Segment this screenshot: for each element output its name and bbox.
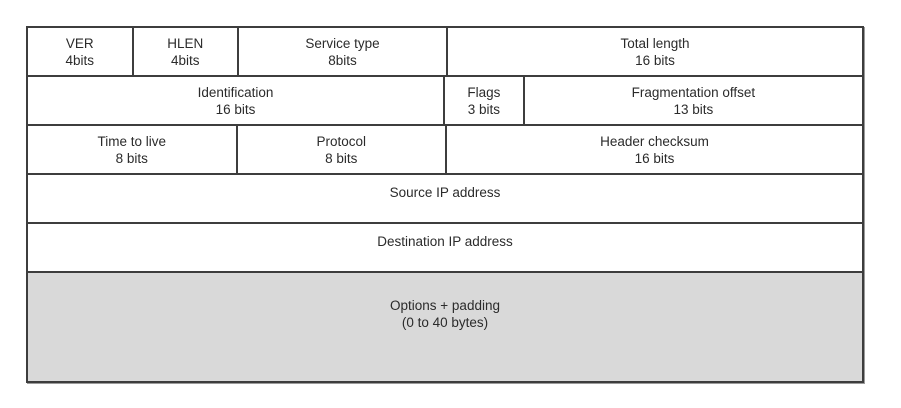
cell-fragmentation-offset: Fragmentation offset 13 bits xyxy=(524,77,862,124)
cell-label: Time to live xyxy=(97,133,166,149)
cell-flags: Flags 3 bits xyxy=(445,77,523,124)
ip-header-diagram: VER 4bits HLEN 4bits Service type 8bits … xyxy=(26,26,864,383)
cell-label: HLEN xyxy=(167,35,204,51)
cell-bits: (0 to 40 bytes) xyxy=(401,315,489,330)
cell-bits: 16 bits xyxy=(635,52,675,68)
diagram-row-1: VER 4bits HLEN 4bits Service type 8bits … xyxy=(28,28,862,75)
cell-bits: 8bits xyxy=(328,52,357,68)
cell-label: VER xyxy=(65,35,94,51)
cell-bits: 3 bits xyxy=(467,101,501,117)
cell-total-length: Total length 16 bits xyxy=(448,28,862,75)
cell-hlen: HLEN 4bits xyxy=(133,28,237,75)
cell-label: Destination IP address xyxy=(377,234,513,249)
diagram-row-3: Time to live 8 bits Protocol 8 bits Head… xyxy=(28,126,862,173)
cell-bits: 16 bits xyxy=(634,150,675,166)
diagram-row-5: Destination IP address xyxy=(28,224,862,271)
cell-version: VER 4bits xyxy=(28,28,132,75)
cell-bits: 4bits xyxy=(170,52,200,68)
cell-service-type: Service type 8bits xyxy=(239,28,446,75)
cell-label: Total length xyxy=(620,35,690,51)
cell-label: Fragmentation offset xyxy=(631,84,756,100)
diagram-row-6: Options + padding (0 to 40 bytes) xyxy=(28,273,862,381)
cell-label: Identification xyxy=(197,84,274,100)
cell-label: Service type xyxy=(305,35,380,51)
cell-bits: 16 bits xyxy=(215,101,256,117)
cell-source-ip-address: Source IP address xyxy=(28,175,862,222)
cell-time-to-live: Time to live 8 bits xyxy=(28,126,236,173)
diagram-row-4: Source IP address xyxy=(28,175,862,222)
cell-bits: 8 bits xyxy=(325,150,358,166)
cell-protocol: Protocol 8 bits xyxy=(237,126,445,173)
cell-identification: Identification 16 bits xyxy=(28,77,443,124)
cell-label: Options + padding xyxy=(390,298,500,313)
cell-label: Source IP address xyxy=(389,185,501,200)
cell-label: Header checksum xyxy=(600,133,709,149)
cell-label: Protocol xyxy=(316,133,367,149)
cell-bits: 4bits xyxy=(65,52,95,68)
diagram-row-2: Identification 16 bits Flags 3 bits Frag… xyxy=(28,77,862,124)
cell-options-padding: Options + padding (0 to 40 bytes) xyxy=(28,273,862,381)
cell-bits: 13 bits xyxy=(673,101,714,117)
cell-bits: 8 bits xyxy=(115,150,148,166)
cell-header-checksum: Header checksum 16 bits xyxy=(447,126,862,173)
cell-label: Flags xyxy=(467,84,501,100)
cell-destination-ip-address: Destination IP address xyxy=(28,224,862,271)
